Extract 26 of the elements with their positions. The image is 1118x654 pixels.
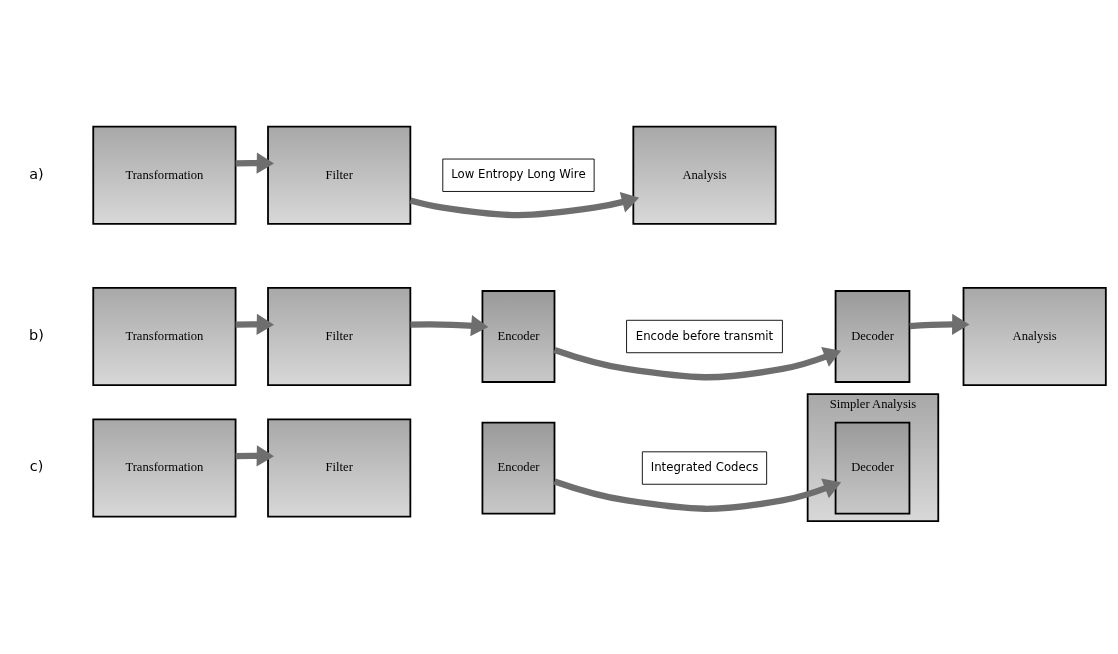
arrow (235, 313, 275, 335)
node-box: Encoder (481, 421, 556, 514)
node-box: Decoder (834, 289, 911, 383)
node-box: Transformation (92, 418, 237, 518)
node-box: Filter (267, 125, 412, 225)
node-box: Transformation (92, 286, 237, 386)
node-box: Filter (267, 286, 412, 386)
node-box: Transformation (92, 125, 237, 225)
node-box: Analysis (632, 125, 777, 225)
label: a) (29, 165, 44, 182)
arrow (553, 478, 842, 512)
node-box: Decoder (834, 421, 911, 514)
arrow (409, 191, 640, 218)
node-box: Filter (267, 418, 412, 518)
node-box: Analysis (962, 286, 1107, 386)
arrow (235, 444, 275, 466)
arrow (410, 314, 489, 336)
arrow (553, 346, 842, 380)
label: c) (29, 457, 44, 474)
node-box: Encoder (481, 289, 556, 383)
node-box: Low Entropy Long Wire (442, 158, 595, 192)
label: b) (29, 326, 44, 343)
arrow (909, 313, 970, 335)
node-box: Encode before transmit (626, 319, 783, 353)
arrow (235, 152, 275, 174)
node-box: Integrated Codecs (641, 450, 768, 485)
